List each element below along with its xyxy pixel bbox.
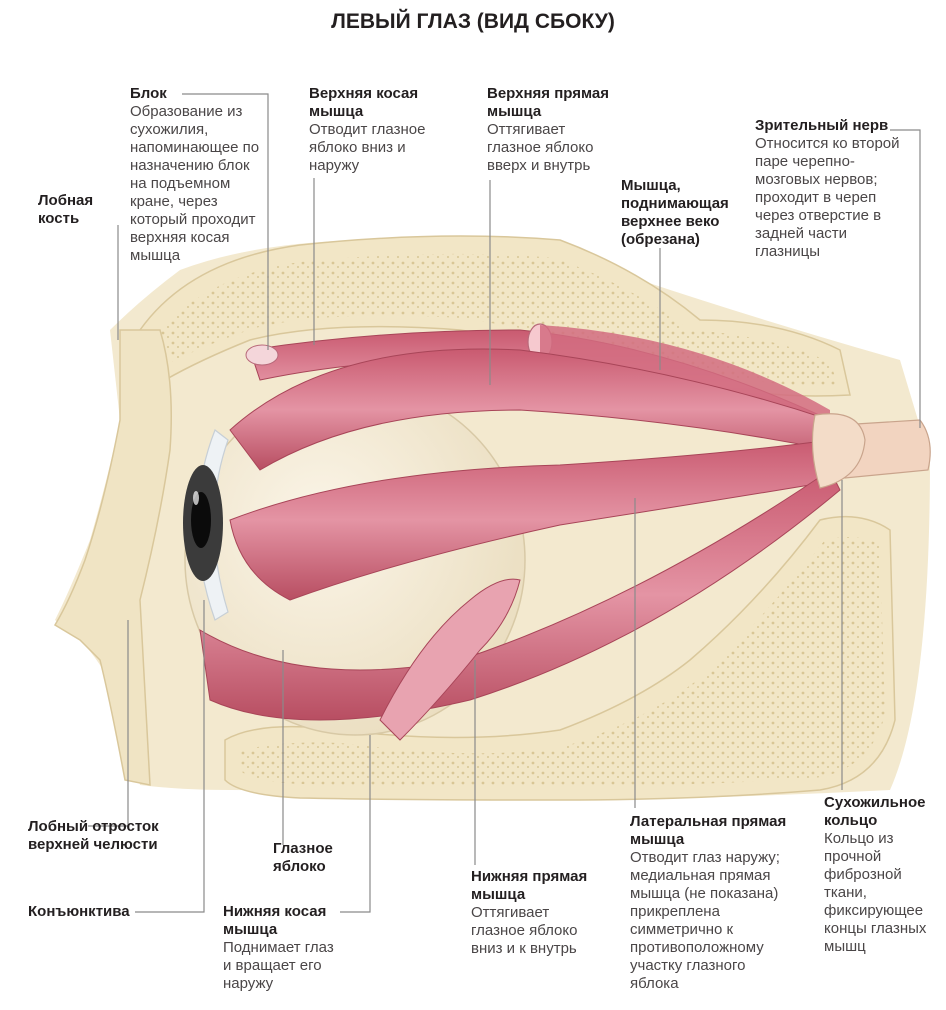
leader-lines [88,93,921,913]
label-heading: Зрительный нерв [755,117,889,134]
inferior-oblique-muscle [379,578,521,741]
label-heading: Латеральная прямая мышца [630,813,787,848]
label-superior-rectus: Верхняя прямая мышца Оттягивает глазное … [487,85,622,175]
label-description: Относится ко второй паре черепно-мозговы… [755,135,900,260]
label-heading: Верхняя косая мышца [309,85,419,120]
label-tendinous-ring: Сухожильное кольцо Кольцо из прочной фиб… [824,794,936,956]
label-eyeball: Глазное яблоко [273,840,353,876]
tendinous-ring-shape [811,413,866,489]
label-lateral-rectus: Латеральная прямая мышца Отводит глаз на… [630,813,795,993]
label-frontal-bone: Лобная кость [38,192,118,228]
lateral-rectus-muscle [229,439,841,601]
label-heading: Глазное яблоко [273,840,333,875]
label-heading: Конъюнктива [28,903,130,920]
label-heading: Сухожильное кольцо [824,794,926,829]
label-inferior-rectus: Нижняя прямая мышца Оттягивает глазное я… [471,868,596,958]
label-heading: Нижняя косая мышца [223,903,327,938]
label-levator: Мышца, поднимающая верхнее веко (обрезан… [621,177,729,249]
label-heading: Верхняя прямая мышца [487,85,609,120]
pupil-shape [191,492,211,548]
page-title: ЛЕВЫЙ ГЛАЗ (ВИД СБОКУ) [331,10,615,33]
label-description: Отводит глазное яблоко вниз и наружу [309,121,426,174]
label-heading: Нижняя прямая мышца [471,868,588,903]
label-description: Отводит глаз наружу; медиальная прямая м… [630,849,780,992]
label-inferior-oblique: Нижняя косая мышца Поднимает глаз и вращ… [223,903,343,993]
face-profile [53,329,172,786]
label-description: Оттягивает глазное яблоко вниз и к внутр… [471,904,578,957]
label-superior-oblique: Верхняя косая мышца Отводит глазное ябло… [309,85,439,175]
label-description: Кольцо из прочной фиброзной ткани, фикси… [824,830,927,955]
label-frontal-process: Лобный отросток верхней челюсти [28,818,178,854]
label-heading: Лобная кость [38,192,94,227]
label-trochlea: Блок Образование из сухожилия, напоминаю… [130,85,270,265]
label-description: Образование из сухожилия, напоминающее п… [130,103,260,264]
label-heading: Лобный отросток верхней челюсти [28,818,159,853]
label-heading: Мышца, поднимающая верхнее веко (обрезан… [621,177,729,248]
label-description: Поднимает глаз и вращает его наружу [223,939,334,992]
label-optic-nerve: Зрительный нерв Относится ко второй паре… [755,117,900,261]
label-heading: Блок [130,85,167,102]
trochlea-shape [245,344,279,366]
label-description: Оттягивает глазное яблоко вверх и внутрь [487,121,594,174]
label-conjunctiva: Конъюнктива [28,903,138,921]
